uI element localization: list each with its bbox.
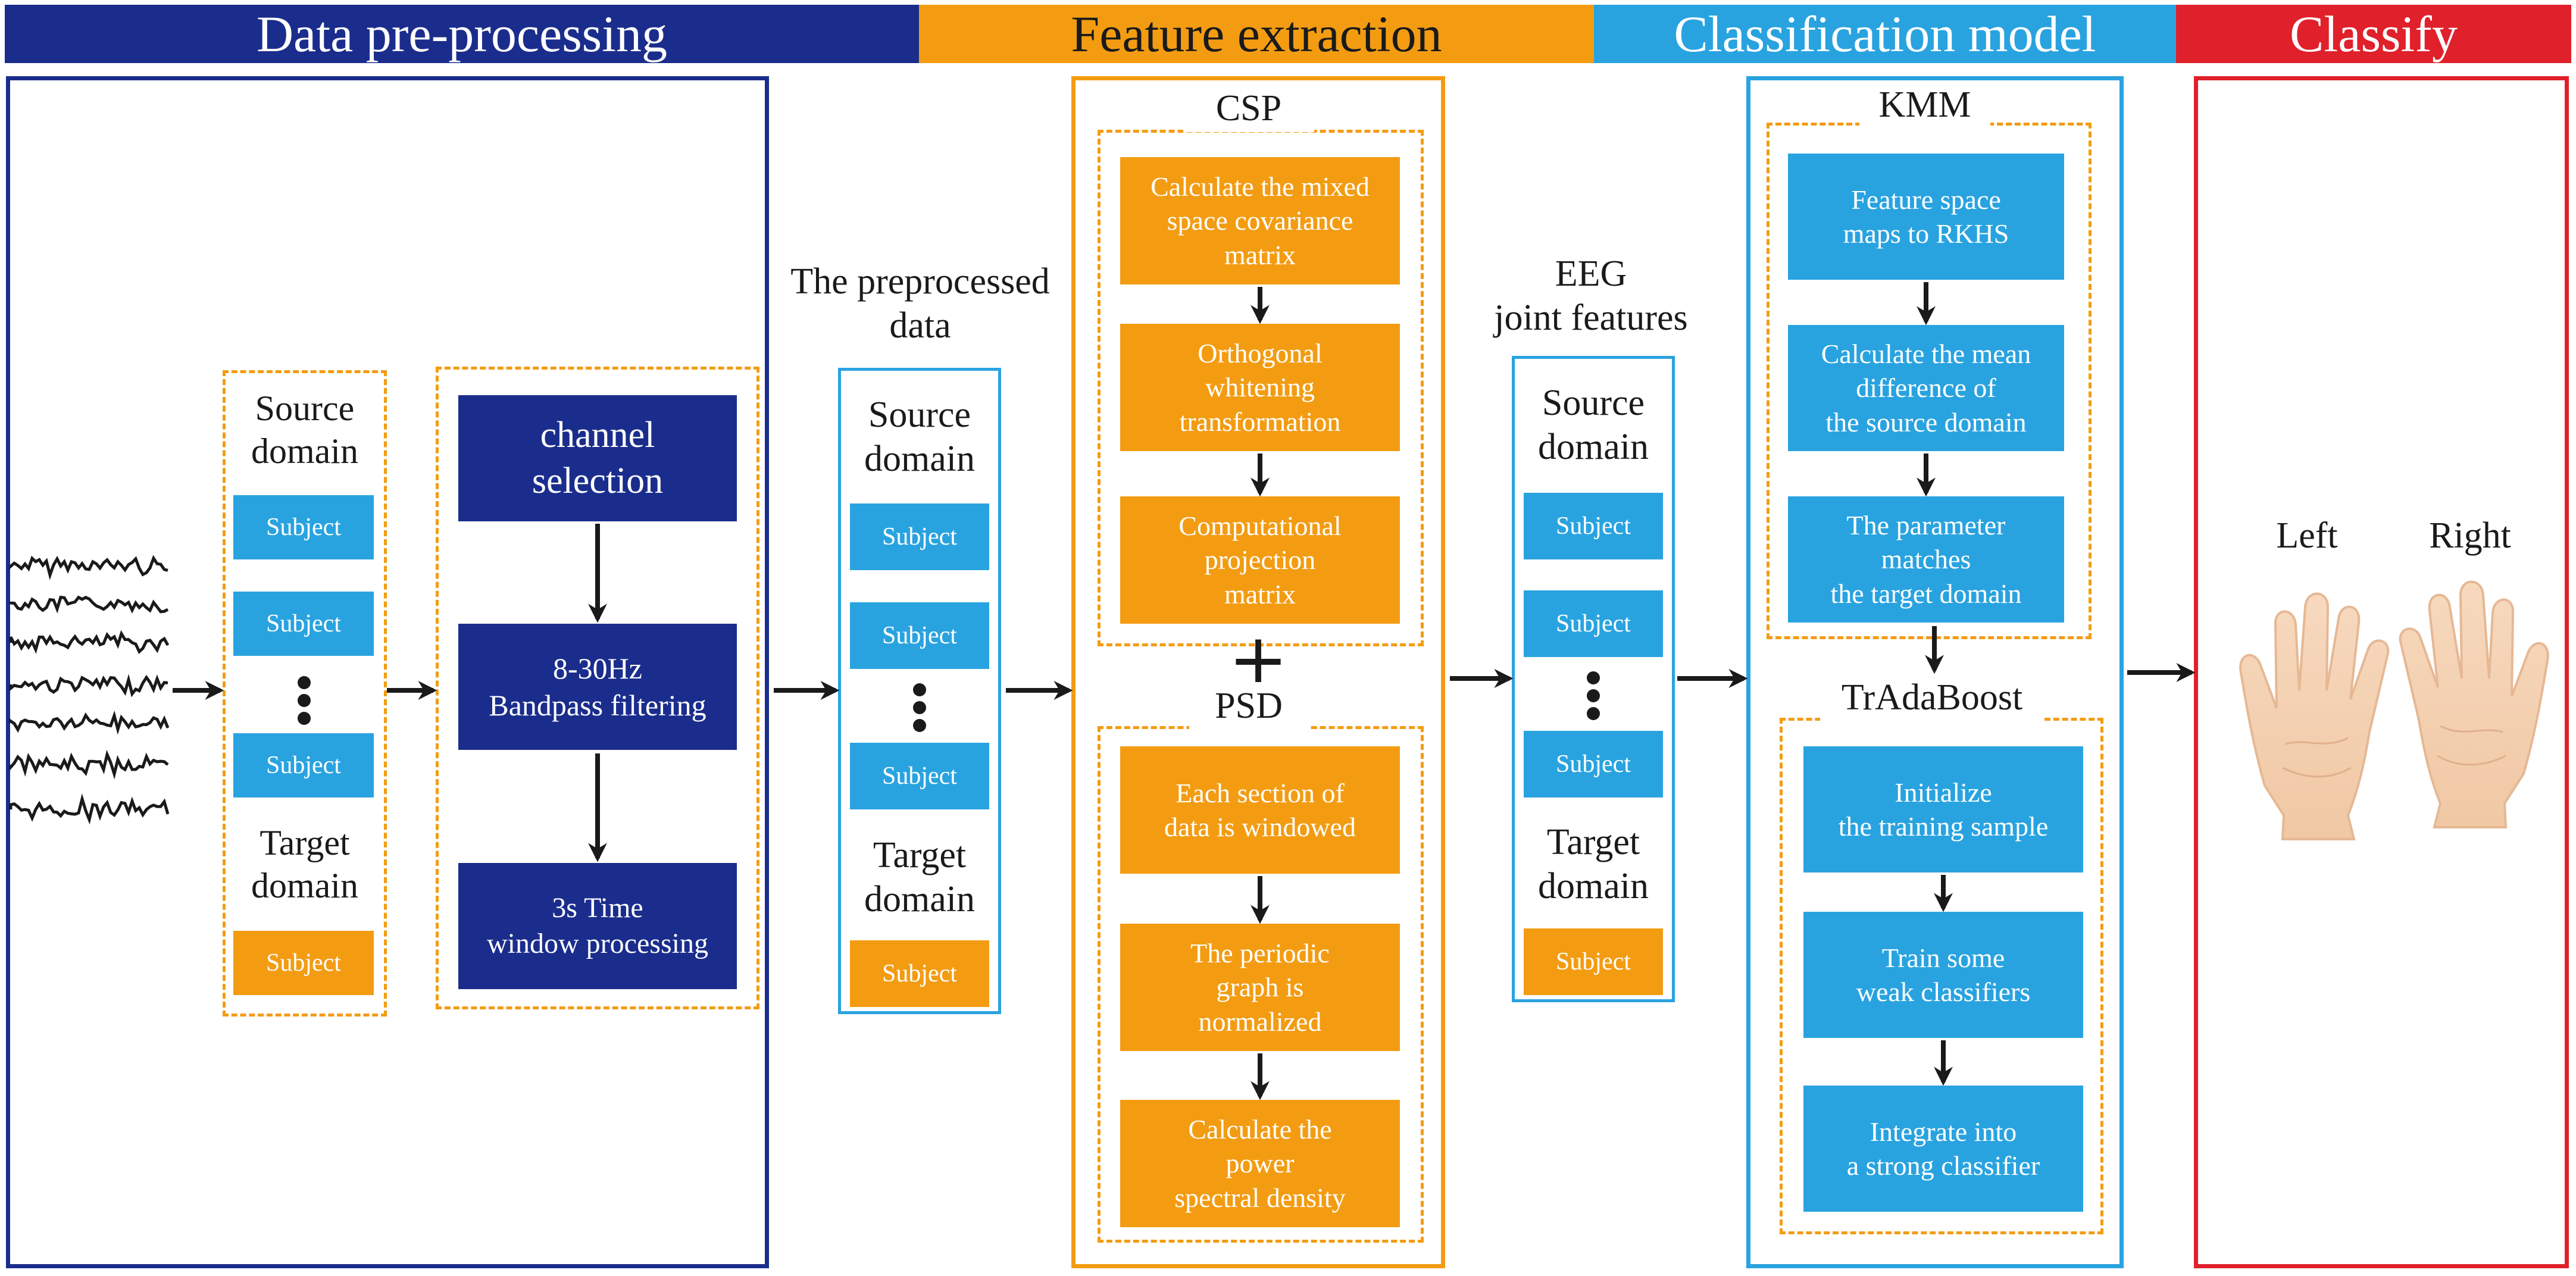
source-domain-label: Source domain — [251, 389, 358, 471]
kmm-step-mean-difference: Calculate the mean difference of the sou… — [1788, 325, 2064, 451]
preprocessing-panel — [6, 76, 769, 1268]
ellipsis-icon — [1580, 671, 1606, 720]
right-hand-label: Right — [2429, 515, 2511, 556]
feature-extraction-panel — [1071, 76, 1445, 1268]
joint-source-subject-3: Subject — [1524, 731, 1663, 798]
kmm-step-rkhs: Feature space maps to RKHS — [1788, 154, 2064, 280]
classify-panel — [2194, 76, 2569, 1268]
joint-source-subject-2: Subject — [1524, 590, 1663, 657]
csp-step-covariance: Calculate the mixed space covariance mat… — [1120, 157, 1400, 284]
csp-step-projection: Computational projection matrix — [1120, 496, 1400, 624]
time-window-step: 3s Time window processing — [458, 863, 737, 989]
preprocessed-data-title: The preprocessed data — [790, 261, 1050, 346]
joint-target-subject: Subject — [1524, 928, 1663, 995]
preprocessed-source-subject-2: Subject — [850, 602, 989, 669]
tradaboost-step-initialize: Initialize the training sample — [1803, 746, 2083, 872]
csp-step-whitening: Orthogonal whitening transformation — [1120, 324, 1400, 451]
preprocessed-target-subject: Subject — [850, 940, 989, 1007]
channel-selection-step: channel selection — [458, 395, 737, 521]
ellipsis-icon — [291, 676, 317, 725]
csp-title: CSP — [1183, 85, 1314, 132]
subject-group-box — [223, 370, 387, 1017]
preprocessing-steps-box — [436, 367, 759, 1009]
source-subject-3: Subject — [233, 733, 374, 798]
target-domain-label: Target domain — [251, 823, 358, 905]
psd-step-power-density: Calculate the power spectral density — [1120, 1100, 1400, 1227]
header-feature-extraction: Feature extraction — [919, 5, 1594, 63]
tradaboost-step-weak-classifiers: Train some weak classifiers — [1803, 912, 2083, 1038]
joint-features-title: EEG joint features — [1494, 253, 1688, 338]
source-subject-1: Subject — [233, 495, 374, 559]
preprocessed-source-subject-1: Subject — [850, 503, 989, 570]
joint-source-subject-1: Subject — [1524, 493, 1663, 559]
plus-sign: + — [1228, 619, 1289, 702]
source-subject-2: Subject — [233, 592, 374, 656]
kmm-step-parameter-match: The parameter matches the target domain — [1788, 496, 2064, 623]
joint-target-domain-label: Target domain — [1538, 821, 1649, 906]
joint-source-domain-label: Source domain — [1538, 382, 1649, 467]
psd-step-normalized: The periodic graph is normalized — [1120, 924, 1400, 1051]
psd-step-windowed: Each section of data is windowed — [1120, 746, 1400, 874]
header-classify: Classify — [2176, 5, 2571, 63]
preprocessed-source-domain-label: Source domain — [864, 394, 975, 479]
ellipsis-icon — [906, 683, 933, 732]
kmm-title: KMM — [1859, 81, 1990, 129]
psd-title: PSD — [1189, 682, 1308, 730]
tradaboost-title: TrAdaBoost — [1820, 674, 2044, 721]
target-subject: Subject — [233, 931, 374, 995]
left-hand-label: Left — [2276, 515, 2338, 556]
header-data-preprocessing: Data pre-processing — [5, 5, 919, 63]
tradaboost-step-strong-classifier: Integrate into a strong classifier — [1803, 1086, 2083, 1212]
joint-features-box — [1512, 356, 1675, 1002]
preprocessed-source-subject-3: Subject — [850, 743, 989, 809]
header-classification-model: Classification model — [1594, 5, 2176, 63]
classification-panel — [1746, 76, 2124, 1268]
bandpass-filtering-step: 8-30Hz Bandpass filtering — [458, 624, 737, 750]
preprocessed-target-domain-label: Target domain — [864, 834, 975, 920]
